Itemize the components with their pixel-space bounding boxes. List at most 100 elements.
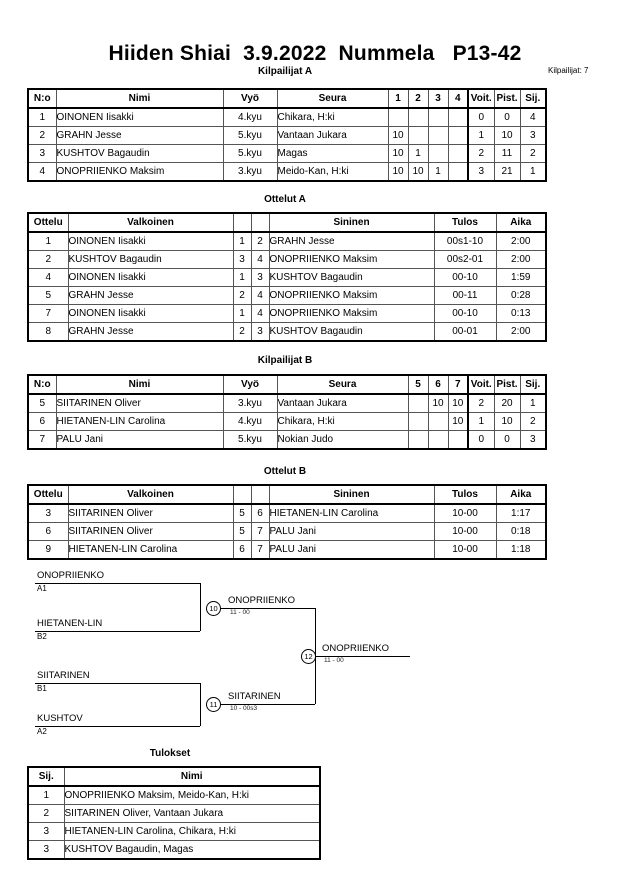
- cell-time: 2:00: [495, 322, 547, 342]
- table-row: 4 ONOPRIIENKO Maksim 3.kyu Meido-Kan, H:…: [27, 162, 547, 182]
- pool-a-body: 1 OINONEN Iisakki 4.kyu Chikara, H:ki 0 …: [27, 107, 547, 182]
- cell-match: 9: [27, 540, 69, 560]
- cell-no: 4: [27, 162, 57, 182]
- cell-no: 6: [27, 412, 57, 431]
- cell-time: 0:13: [495, 304, 547, 323]
- cell-blue-no: 4: [250, 250, 270, 269]
- cell-result: 00-11: [433, 286, 497, 305]
- cell-match: 2: [27, 250, 69, 269]
- cell-name: OINONEN Iisakki: [55, 107, 224, 127]
- cell-opp: 1: [407, 144, 429, 163]
- bracket-line: [219, 608, 315, 609]
- col-time: Aika: [495, 212, 547, 233]
- cell-match: 8: [27, 322, 69, 342]
- cell-rank: 1: [519, 162, 547, 182]
- cell-opp: [407, 126, 429, 145]
- col-name: Nimi: [55, 374, 224, 395]
- page-title: Hiiden Shiai 3.9.2022 Nummela P13-42: [108, 42, 522, 65]
- bracket-match-number: 11: [206, 697, 221, 712]
- bracket-entry-name: HIETANEN-LIN: [37, 618, 103, 629]
- cell-club: Magas: [276, 144, 389, 163]
- col-club: Seura: [276, 374, 409, 395]
- pool-b-body: 5 SIITARINEN Oliver 3.kyu Vantaan Jukara…: [27, 393, 547, 450]
- col-opp-3: 3: [427, 88, 449, 109]
- bracket-entry-seed: A1: [37, 584, 47, 593]
- table-row: 2 SIITARINEN Oliver, Vantaan Jukara: [27, 804, 321, 823]
- cell-white-no: 2: [232, 322, 252, 342]
- col-white: Valkoinen: [67, 484, 234, 505]
- cell-rank: 3: [519, 126, 547, 145]
- col-blue: Sininen: [268, 212, 435, 233]
- cell-white: OINONEN Iisakki: [67, 268, 234, 287]
- cell-points: 21: [493, 162, 521, 182]
- bracket-entry-seed: B1: [37, 684, 47, 693]
- cell-blue: ONOPRIIENKO Maksim: [268, 286, 435, 305]
- table-row: 5 SIITARINEN Oliver 3.kyu Vantaan Jukara…: [27, 393, 547, 413]
- cell-opp: [447, 430, 469, 450]
- cell-points: 0: [493, 430, 521, 450]
- col-opp-4: 4: [447, 88, 469, 109]
- cell-club: Vantaan Jukara: [276, 126, 389, 145]
- cell-white: HIETANEN-LIN Carolina: [67, 540, 234, 560]
- cell-opp: [427, 107, 449, 127]
- cell-name: HIETANEN-LIN Carolina: [55, 412, 224, 431]
- cell-wins: 2: [467, 144, 495, 163]
- cell-opp: [387, 107, 409, 127]
- cell-white: OINONEN Iisakki: [67, 231, 234, 251]
- bracket-match-score: 10 - 00s3: [230, 705, 258, 712]
- cell-rank: 3: [27, 822, 65, 841]
- bracket-entry-name: ONOPRIIENKO: [37, 570, 105, 581]
- cell-white-no: 1: [232, 268, 252, 287]
- cell-blue-no: 2: [250, 231, 270, 251]
- cell-blue: KUSHTOV Bagaudin: [268, 322, 435, 342]
- cell-opp: 10: [407, 162, 429, 182]
- col-white-no: [232, 212, 252, 233]
- col-no: N:o: [27, 374, 57, 395]
- col-opp-2: 2: [407, 88, 429, 109]
- cell-wins: 1: [467, 126, 495, 145]
- bracket-line: [35, 726, 200, 727]
- cell-opp: [447, 162, 469, 182]
- table-row: 2 KUSHTOV Bagaudin 3 4 ONOPRIIENKO Maksi…: [27, 250, 547, 269]
- table-row: 8 GRAHN Jesse 2 3 KUSHTOV Bagaudin 00-01…: [27, 322, 547, 342]
- bracket-entry-name: SIITARINEN: [37, 670, 90, 681]
- col-points: Pist.: [493, 88, 521, 109]
- cell-white-no: 3: [232, 250, 252, 269]
- col-blue: Sininen: [268, 484, 435, 505]
- cell-name: SIITARINEN Oliver, Vantaan Jukara: [63, 804, 321, 823]
- cell-blue-no: 4: [250, 304, 270, 323]
- cell-blue: HIETANEN-LIN Carolina: [268, 503, 435, 523]
- cell-wins: 3: [467, 162, 495, 182]
- cell-opp: 1: [427, 162, 449, 182]
- cell-club: Chikara, H:ki: [276, 412, 409, 431]
- cell-opp: [447, 126, 469, 145]
- cell-name: SIITARINEN Oliver: [55, 393, 224, 413]
- cell-result: 00s1-10: [433, 231, 497, 251]
- cell-opp: 10: [447, 412, 469, 431]
- cell-blue-no: 3: [250, 268, 270, 287]
- cell-opp: [407, 393, 429, 413]
- cell-no: 5: [27, 393, 57, 413]
- elimination-bracket: ONOPRIIENKO A1 HIETANEN-LIN B2 10 ONOPRI…: [0, 565, 630, 745]
- cell-no: 1: [27, 107, 57, 127]
- results-table: Sij. Nimi 1 ONOPRIIENKO Maksim, Meido-Ka…: [27, 766, 321, 860]
- cell-blue: PALU Jani: [268, 540, 435, 560]
- cell-opp: [427, 412, 449, 431]
- col-club: Seura: [276, 88, 389, 109]
- col-opp-1: 1: [387, 88, 409, 109]
- cell-white-no: 1: [232, 231, 252, 251]
- matches-a-table: Ottelu Valkoinen Sininen Tulos Aika 1 OI…: [27, 212, 547, 342]
- cell-no: 7: [27, 430, 57, 450]
- cell-match: 5: [27, 286, 69, 305]
- table-row: 3 KUSHTOV Bagaudin 5.kyu Magas 10 1 2 11…: [27, 144, 547, 163]
- cell-opp: [407, 412, 429, 431]
- cell-opp: 10: [387, 126, 409, 145]
- table-row: 1 ONOPRIIENKO Maksim, Meido-Kan, H:ki: [27, 785, 321, 805]
- table-row: 3 HIETANEN-LIN Carolina, Chikara, H:ki: [27, 822, 321, 841]
- matches-b-header-row: Ottelu Valkoinen Sininen Tulos Aika: [27, 484, 547, 505]
- results-header-row: Sij. Nimi: [27, 766, 321, 787]
- table-row: 9 HIETANEN-LIN Carolina 6 7 PALU Jani 10…: [27, 540, 547, 560]
- bracket-winner-name: SIITARINEN: [228, 691, 281, 702]
- cell-white-no: 1: [232, 304, 252, 323]
- cell-time: 1:17: [495, 503, 547, 523]
